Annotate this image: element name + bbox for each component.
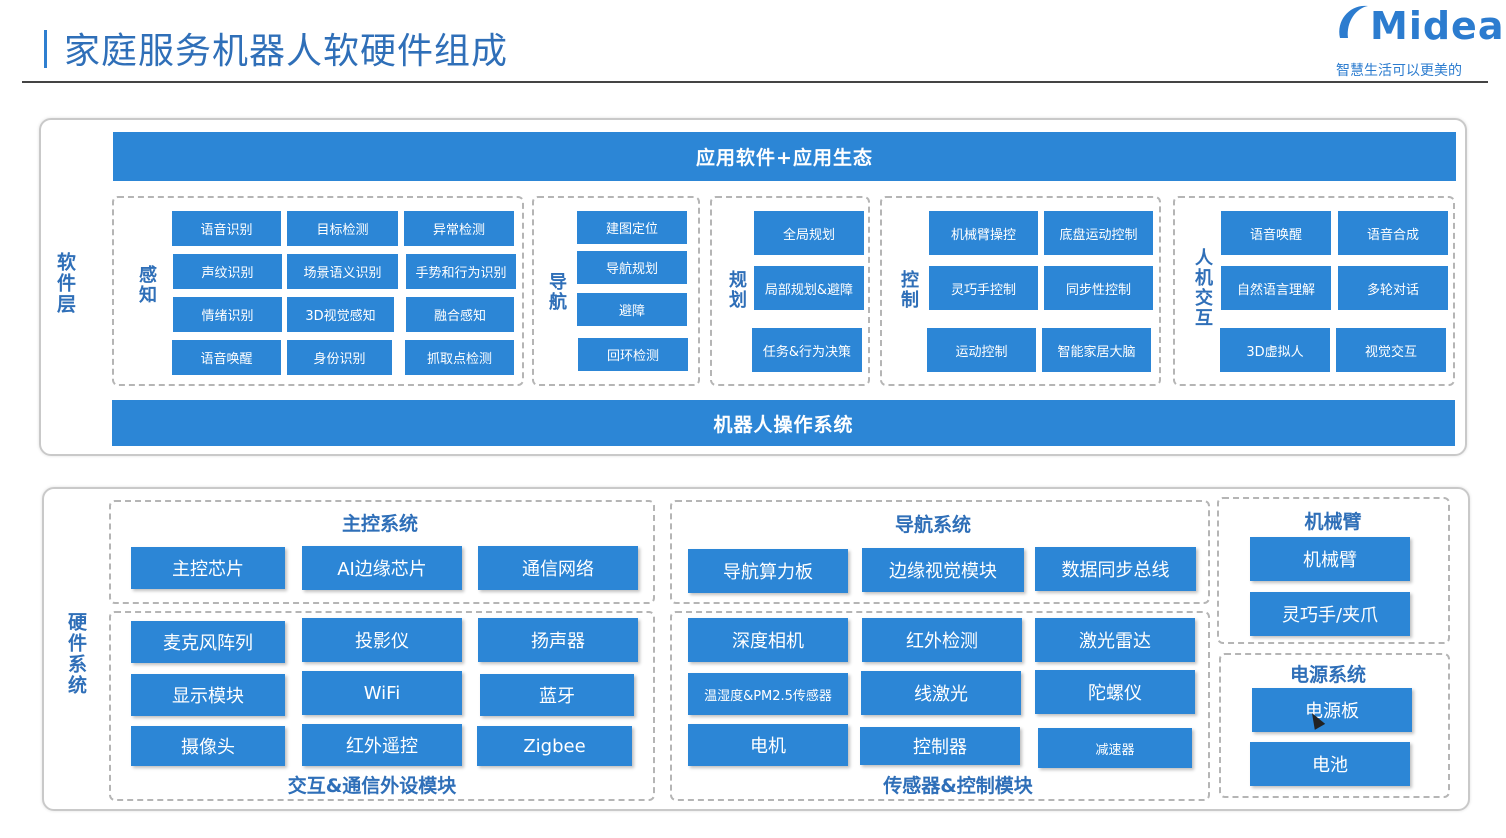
sensor-item: 激光雷达 bbox=[1035, 618, 1195, 662]
sensor-item: 陀螺仪 bbox=[1035, 670, 1195, 714]
perception-item: 语音唤醒 bbox=[172, 340, 281, 375]
peripheral-item: 摄像头 bbox=[131, 726, 285, 766]
planning-label: 规划 bbox=[726, 270, 747, 310]
arm-group bbox=[1217, 497, 1450, 644]
planning-group bbox=[710, 196, 870, 386]
power-item: 电源板 bbox=[1252, 688, 1412, 732]
sensor-item: 红外检测 bbox=[862, 618, 1022, 662]
hci-label: 人机交互 bbox=[1192, 248, 1213, 328]
perception-label: 感知 bbox=[136, 265, 157, 305]
peripherals-title: 交互&通信外设模块 bbox=[287, 775, 457, 797]
peripherals-group bbox=[109, 611, 655, 801]
hci-item: 语音合成 bbox=[1338, 211, 1448, 255]
peripheral-item: 显示模块 bbox=[131, 674, 285, 716]
control-item: 灵巧手控制 bbox=[929, 266, 1038, 310]
arm-title: 机械臂 bbox=[1304, 511, 1362, 533]
sensor-item: 温湿度&PM2.5传感器 bbox=[688, 673, 848, 715]
perception-group bbox=[112, 196, 524, 386]
main-control-group bbox=[109, 500, 655, 604]
power-title: 电源系统 bbox=[1289, 664, 1366, 686]
perception-item: 目标检测 bbox=[287, 211, 398, 246]
software-layer-label: 软件层 bbox=[54, 252, 76, 315]
navigation-label: 导航 bbox=[546, 272, 567, 312]
control-item: 底盘运动控制 bbox=[1044, 211, 1153, 255]
nav-system-title: 导航系统 bbox=[894, 514, 971, 536]
peripheral-item: 麦克风阵列 bbox=[131, 621, 285, 663]
peripheral-item: 蓝牙 bbox=[480, 674, 634, 716]
control-item: 智能家居大脑 bbox=[1042, 328, 1151, 372]
perception-item: 语音识别 bbox=[172, 211, 281, 246]
nav-system-item: 边缘视觉模块 bbox=[862, 548, 1024, 592]
perception-item: 场景语义识别 bbox=[287, 254, 398, 289]
logo-text: Midea bbox=[1370, 4, 1505, 48]
peripheral-item: WiFi bbox=[302, 671, 462, 715]
page-title: 家庭服务机器人软硬件组成 bbox=[64, 31, 509, 72]
software-panel bbox=[39, 118, 1467, 456]
control-group bbox=[880, 196, 1161, 386]
hardware-layer-label: 硬件系统 bbox=[65, 612, 87, 696]
midea-logo-mark-icon bbox=[1339, 5, 1368, 38]
hci-item: 3D虚拟人 bbox=[1220, 328, 1330, 372]
sensor-item: 线激光 bbox=[861, 671, 1021, 715]
nav-system-item: 数据同步总线 bbox=[1035, 547, 1196, 591]
header-divider bbox=[22, 81, 1488, 83]
sensors-group bbox=[670, 611, 1210, 801]
nav-system-item: 导航算力板 bbox=[688, 549, 848, 593]
power-group bbox=[1219, 653, 1450, 798]
arm-item: 机械臂 bbox=[1250, 537, 1410, 581]
navigation-item: 建图定位 bbox=[577, 211, 687, 244]
control-item: 同步性控制 bbox=[1044, 266, 1153, 310]
hci-group bbox=[1173, 196, 1455, 386]
perception-item: 情绪识别 bbox=[173, 297, 282, 332]
perception-item: 声纹识别 bbox=[173, 254, 282, 289]
hardware-panel bbox=[42, 487, 1470, 811]
perception-item: 手势和行为识别 bbox=[406, 254, 516, 289]
navigation-item: 避障 bbox=[577, 293, 687, 326]
power-item: 电池 bbox=[1250, 742, 1410, 786]
hci-item: 语音唤醒 bbox=[1221, 211, 1331, 255]
sensors-title: 传感器&控制模块 bbox=[883, 775, 1033, 797]
peripheral-item: 扬声器 bbox=[478, 618, 638, 662]
main-control-item: AI边缘芯片 bbox=[302, 546, 462, 590]
hci-item: 多轮对话 bbox=[1338, 266, 1448, 310]
main-control-item: 主控芯片 bbox=[131, 547, 285, 589]
perception-item: 身份识别 bbox=[287, 340, 392, 375]
main-control-title: 主控系统 bbox=[341, 513, 418, 535]
perception-item: 3D视觉感知 bbox=[287, 297, 394, 332]
title-accent-bar bbox=[44, 30, 47, 68]
main-control-item: 通信网络 bbox=[478, 546, 638, 590]
sensor-item: 减速器 bbox=[1038, 728, 1192, 768]
perception-item: 异常检测 bbox=[404, 211, 514, 246]
navigation-group bbox=[532, 196, 700, 386]
planning-item: 全局规划 bbox=[754, 211, 864, 255]
robot-os-bar: 机器人操作系统 bbox=[112, 400, 1455, 446]
control-label: 控制 bbox=[898, 270, 919, 310]
nav-system-group bbox=[670, 500, 1210, 604]
arm-item: 灵巧手/夹爪 bbox=[1250, 592, 1410, 636]
hci-item: 自然语言理解 bbox=[1221, 266, 1331, 310]
peripheral-item: 投影仪 bbox=[302, 618, 462, 662]
sensor-item: 电机 bbox=[688, 724, 848, 766]
navigation-item: 导航规划 bbox=[577, 251, 687, 284]
planning-item: 局部规划&避障 bbox=[754, 266, 864, 310]
planning-item: 任务&行为决策 bbox=[752, 328, 862, 372]
control-item: 机械臂操控 bbox=[929, 211, 1038, 255]
sensor-item: 深度相机 bbox=[688, 618, 848, 662]
midea-logo bbox=[1334, 0, 1484, 50]
perception-item: 抓取点检测 bbox=[405, 340, 514, 375]
peripheral-item: Zigbee bbox=[477, 726, 632, 766]
sensor-item: 控制器 bbox=[860, 727, 1020, 765]
hci-item: 视觉交互 bbox=[1336, 328, 1446, 372]
peripheral-item: 红外遥控 bbox=[302, 724, 462, 766]
app-ecosystem-bar: 应用软件+应用生态 bbox=[113, 132, 1456, 181]
slogan: 智慧生活可以更美的 bbox=[1336, 63, 1462, 79]
perception-item: 融合感知 bbox=[406, 297, 514, 332]
control-item: 运动控制 bbox=[927, 328, 1036, 372]
navigation-item: 回环检测 bbox=[578, 338, 688, 371]
